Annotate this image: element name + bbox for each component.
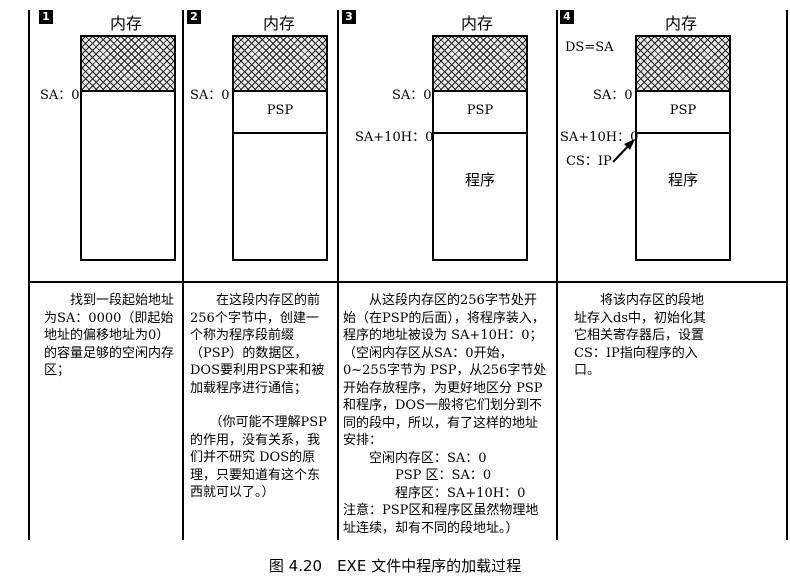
- step-number: 3: [342, 10, 356, 24]
- step-number: 2: [187, 10, 201, 24]
- used-memory-hatch: [637, 37, 729, 92]
- used-memory-hatch: [82, 37, 174, 92]
- step-description: 将该内存区的段地址存入ds中，初始化其它相关寄存器后，设置CS：IP指向程序的入…: [574, 293, 706, 378]
- sa-label: SA：0: [40, 88, 80, 103]
- section-divider: [28, 281, 788, 283]
- panel-divider: [28, 10, 30, 540]
- memory-block: PSP 程序: [635, 35, 731, 261]
- memory-block: [80, 35, 176, 261]
- sa10h-label: SA+10H：0: [355, 130, 434, 145]
- psp-segment: PSP: [434, 92, 526, 134]
- memory-block: PSP 程序: [432, 35, 528, 261]
- memory-title: 内存: [664, 14, 697, 33]
- used-memory-hatch: [434, 37, 526, 92]
- psp-label: PSP: [266, 103, 294, 118]
- step-description: 找到一段起始地址为SA：0000（即起始地址的偏移地址为0）的容量足够的空闲内存…: [44, 293, 175, 378]
- sa10h-label: SA+10H：0: [560, 130, 639, 145]
- step-description: 从这段内存区的256字节处开始（在PSP的后面），将程序装入，程序的地址被设为 …: [343, 293, 547, 536]
- panel-divider: [786, 10, 788, 540]
- memory-title: 内存: [109, 14, 142, 33]
- program-segment: 程序: [637, 169, 729, 190]
- step-number: 1: [39, 10, 53, 24]
- arrow-icon: [612, 139, 635, 163]
- memory-title: 内存: [262, 14, 295, 33]
- panel-divider: [182, 10, 184, 540]
- program-label: 程序: [464, 171, 495, 189]
- figure-caption: 图 4.20 EXE 文件中程序的加载过程: [268, 557, 522, 575]
- step-number: 4: [560, 10, 574, 24]
- memory-title: 内存: [460, 14, 493, 33]
- program-label: 程序: [667, 171, 698, 189]
- sa-label: SA：0: [593, 88, 633, 103]
- cs-ip-label: CS：IP: [566, 154, 612, 169]
- sa-label: SA：0: [392, 88, 432, 103]
- psp-label: PSP: [669, 103, 697, 118]
- used-memory-hatch: [234, 37, 326, 92]
- program-segment: 程序: [434, 169, 526, 190]
- panel-divider: [337, 10, 339, 540]
- psp-segment: PSP: [234, 92, 326, 134]
- psp-label: PSP: [466, 103, 494, 118]
- ds-label: DS=SA: [565, 40, 614, 55]
- psp-segment: PSP: [637, 92, 729, 134]
- sa-label: SA：0: [190, 88, 230, 103]
- panel-divider: [556, 10, 558, 540]
- memory-block: PSP: [232, 35, 328, 261]
- step-description: 在这段内存区的前256个字节中，创建一个称为程序段前缀（PSP）的数据区，DOS…: [190, 293, 327, 500]
